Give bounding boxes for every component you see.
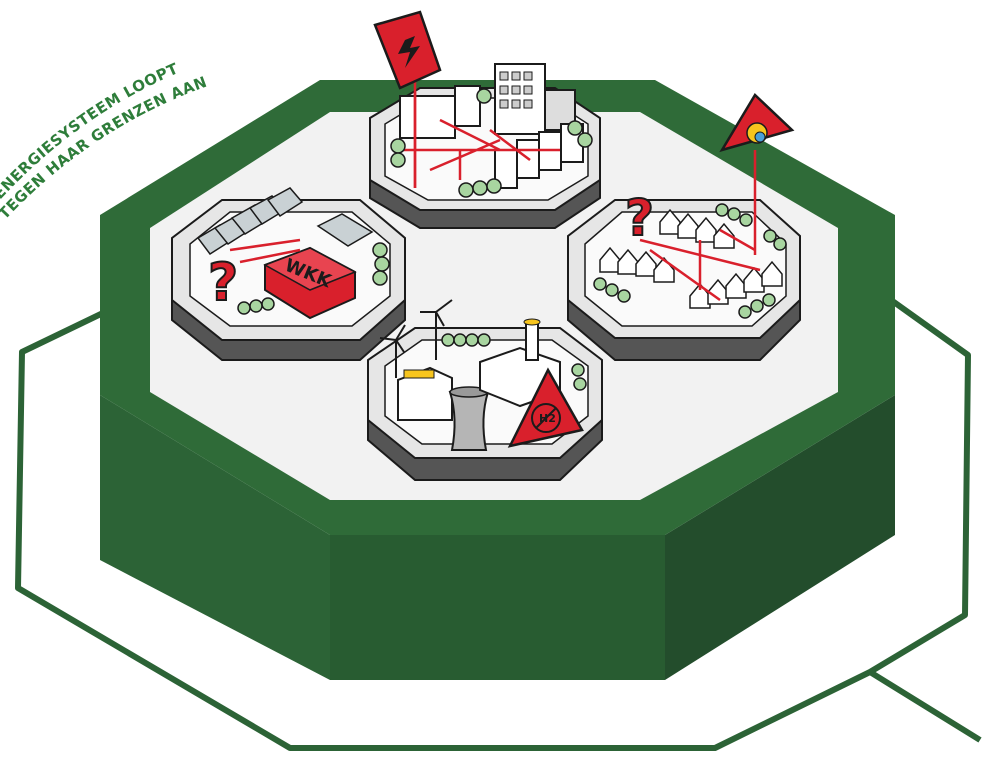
hydrogen-label: H2	[539, 412, 556, 425]
flame-warning-icon	[722, 95, 792, 150]
question-mark-icon: ?	[208, 253, 238, 313]
lightning-warning-icon	[375, 12, 440, 88]
svg-text:?: ?	[625, 189, 654, 247]
island-greenhouses: WKK ?	[172, 188, 405, 360]
question-mark-icon: ?	[625, 189, 654, 247]
svg-text:?: ?	[208, 253, 238, 313]
